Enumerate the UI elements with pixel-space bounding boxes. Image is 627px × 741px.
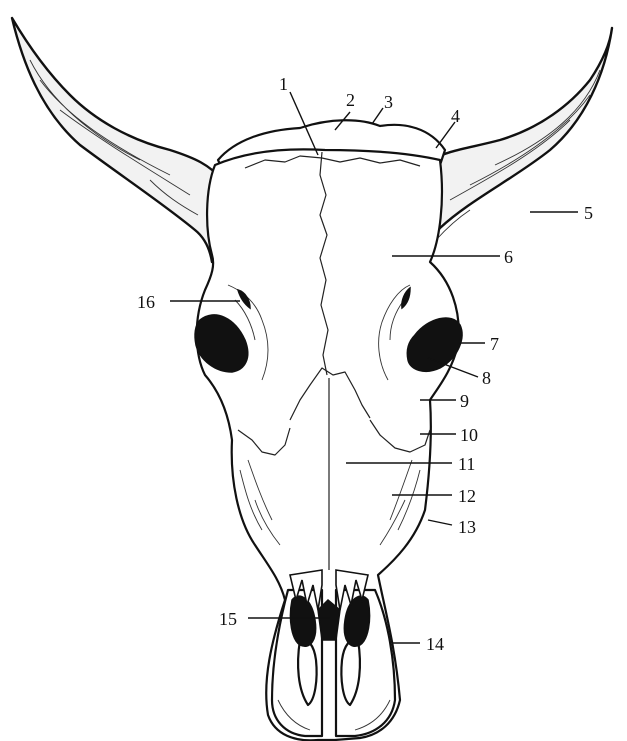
label-7: 7 [490,334,499,354]
label-13: 13 [458,517,476,537]
label-8: 8 [482,368,491,388]
label-1: 1 [279,74,288,94]
label-9: 9 [460,391,469,411]
label-5: 5 [584,203,593,223]
leader-13 [428,520,452,525]
leader-3 [372,108,383,124]
left-horn [12,18,222,262]
label-15: 15 [219,609,237,629]
label-16: 16 [137,292,155,312]
label-10: 10 [460,425,478,445]
label-6: 6 [504,247,513,267]
label-4: 4 [451,106,460,126]
label-12: 12 [458,486,476,506]
skull-outline [197,149,459,740]
label-11: 11 [458,454,475,474]
label-14: 14 [426,634,444,654]
label-2: 2 [346,90,355,110]
label-3: 3 [384,92,393,112]
